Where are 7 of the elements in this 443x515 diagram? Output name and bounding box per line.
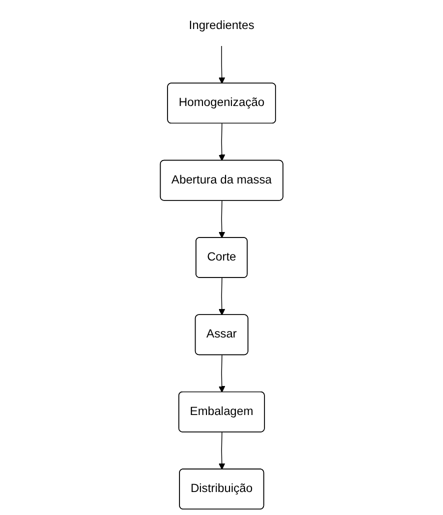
arrow xyxy=(218,46,226,84)
arrow xyxy=(218,278,226,316)
arrow xyxy=(218,200,226,238)
arrow xyxy=(218,432,226,470)
node-text: Ingredientes xyxy=(188,19,254,32)
arrow xyxy=(218,354,226,392)
arrow xyxy=(218,123,226,161)
